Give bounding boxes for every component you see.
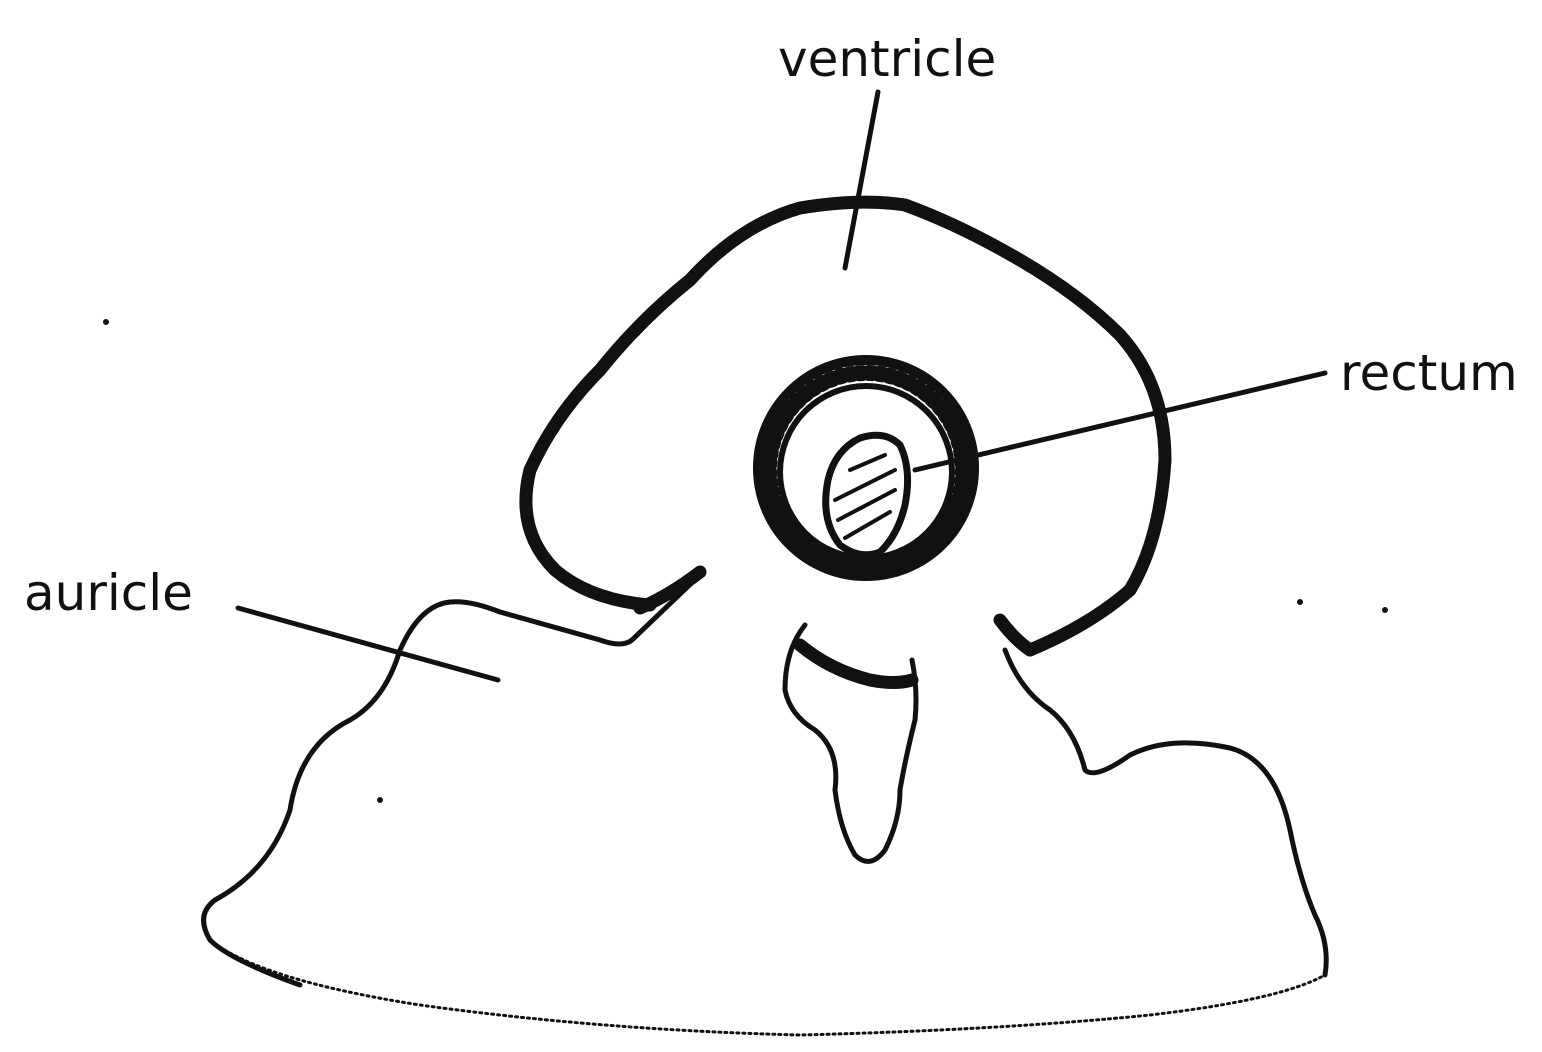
rectum-typhlosole (826, 435, 908, 555)
right-lobe-outline (1005, 650, 1326, 975)
ventricle-inner-right (1000, 620, 1030, 650)
auricle-label: auricle (24, 568, 193, 618)
auricle-outline (204, 575, 700, 985)
rectum-outer-ring (758, 360, 974, 576)
auricle-leader-line (238, 608, 498, 680)
stalk-inner-curve (800, 645, 912, 683)
rectum-typhlosole-hatch (835, 455, 895, 538)
rectum-inner-ring (780, 386, 952, 558)
speck (377, 797, 383, 803)
ventricle-leader-line (845, 92, 878, 268)
rectum-label: rectum (1340, 348, 1518, 398)
speck (103, 319, 109, 325)
rectum-leader-line (915, 373, 1325, 470)
ventricle-label: ventricle (778, 34, 996, 84)
speck (1382, 607, 1388, 613)
central-stalk-outline (785, 625, 916, 861)
auricle-bottom-edge (210, 940, 1325, 1035)
rectum-striated-wall (769, 373, 963, 567)
speck (1297, 599, 1303, 605)
